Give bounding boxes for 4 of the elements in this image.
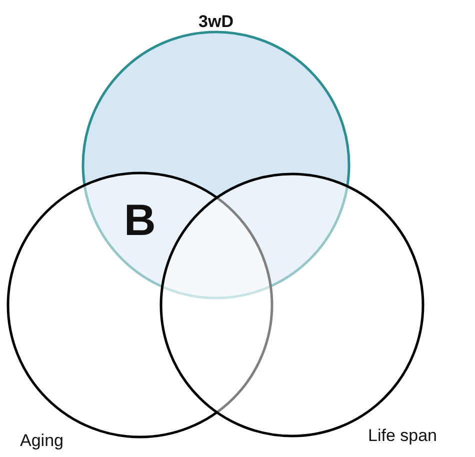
circle-label: 3wD	[198, 12, 234, 32]
panel-letter: B	[124, 196, 156, 246]
circle-label: Life span	[368, 426, 437, 446]
circle-label: Aging	[20, 431, 64, 451]
